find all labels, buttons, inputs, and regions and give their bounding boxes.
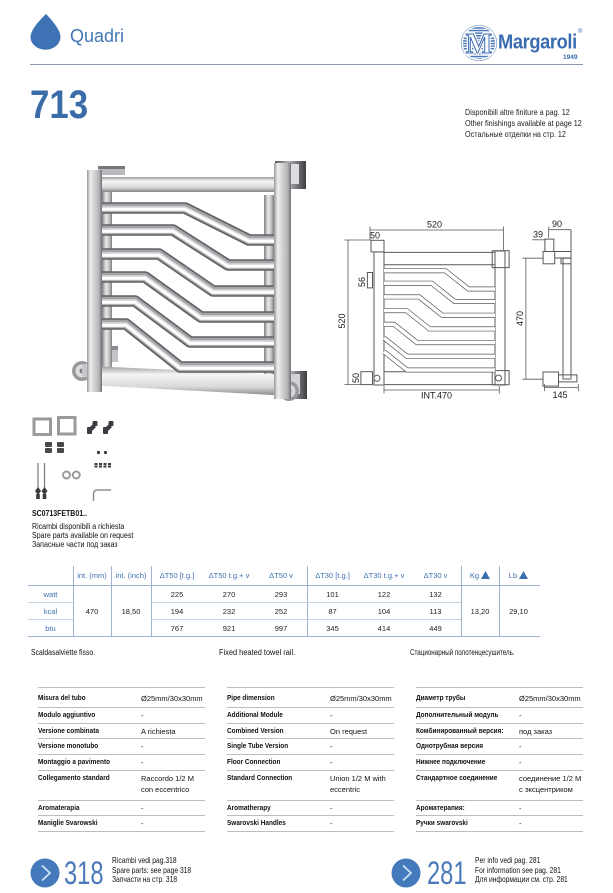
svg-text:39: 39 (533, 230, 543, 240)
svg-text:145: 145 (553, 390, 568, 400)
svg-text:M: M (466, 29, 492, 60)
svg-text:1949: 1949 (563, 54, 578, 61)
svg-text:470: 470 (515, 311, 525, 326)
svg-text:520: 520 (337, 313, 347, 328)
svg-text:®: ® (578, 28, 583, 35)
svg-text:90: 90 (552, 219, 562, 229)
svg-text:Margaroli: Margaroli (498, 31, 577, 54)
svg-text:520: 520 (427, 220, 442, 230)
svg-text:50: 50 (351, 373, 361, 383)
svg-text:50: 50 (370, 231, 380, 241)
svg-text:INT.470: INT.470 (421, 391, 452, 401)
svg-text:M: M (466, 29, 492, 60)
svg-text:56: 56 (357, 277, 367, 287)
